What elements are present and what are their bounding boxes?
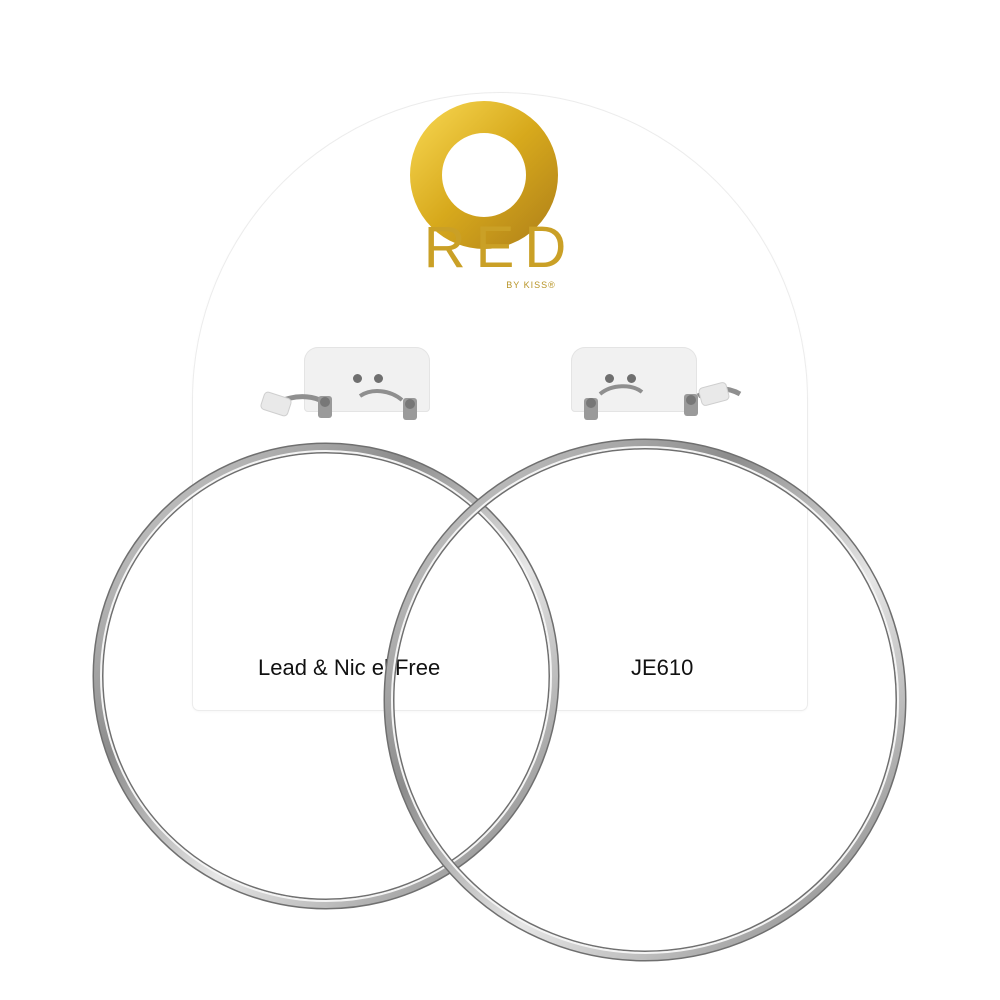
brand-name: RED [423, 215, 577, 280]
right-hoop [383, 382, 907, 962]
sku-label: JE610 [631, 655, 694, 680]
gold-ring-logo [410, 101, 558, 249]
material-label: Lead & Nic el Free [258, 655, 441, 680]
hole [353, 374, 362, 383]
brand-subtitle: BY KISS® [506, 280, 556, 290]
hole [605, 374, 614, 383]
left-hoop [92, 389, 560, 910]
hole [627, 374, 636, 383]
hole [374, 374, 383, 383]
